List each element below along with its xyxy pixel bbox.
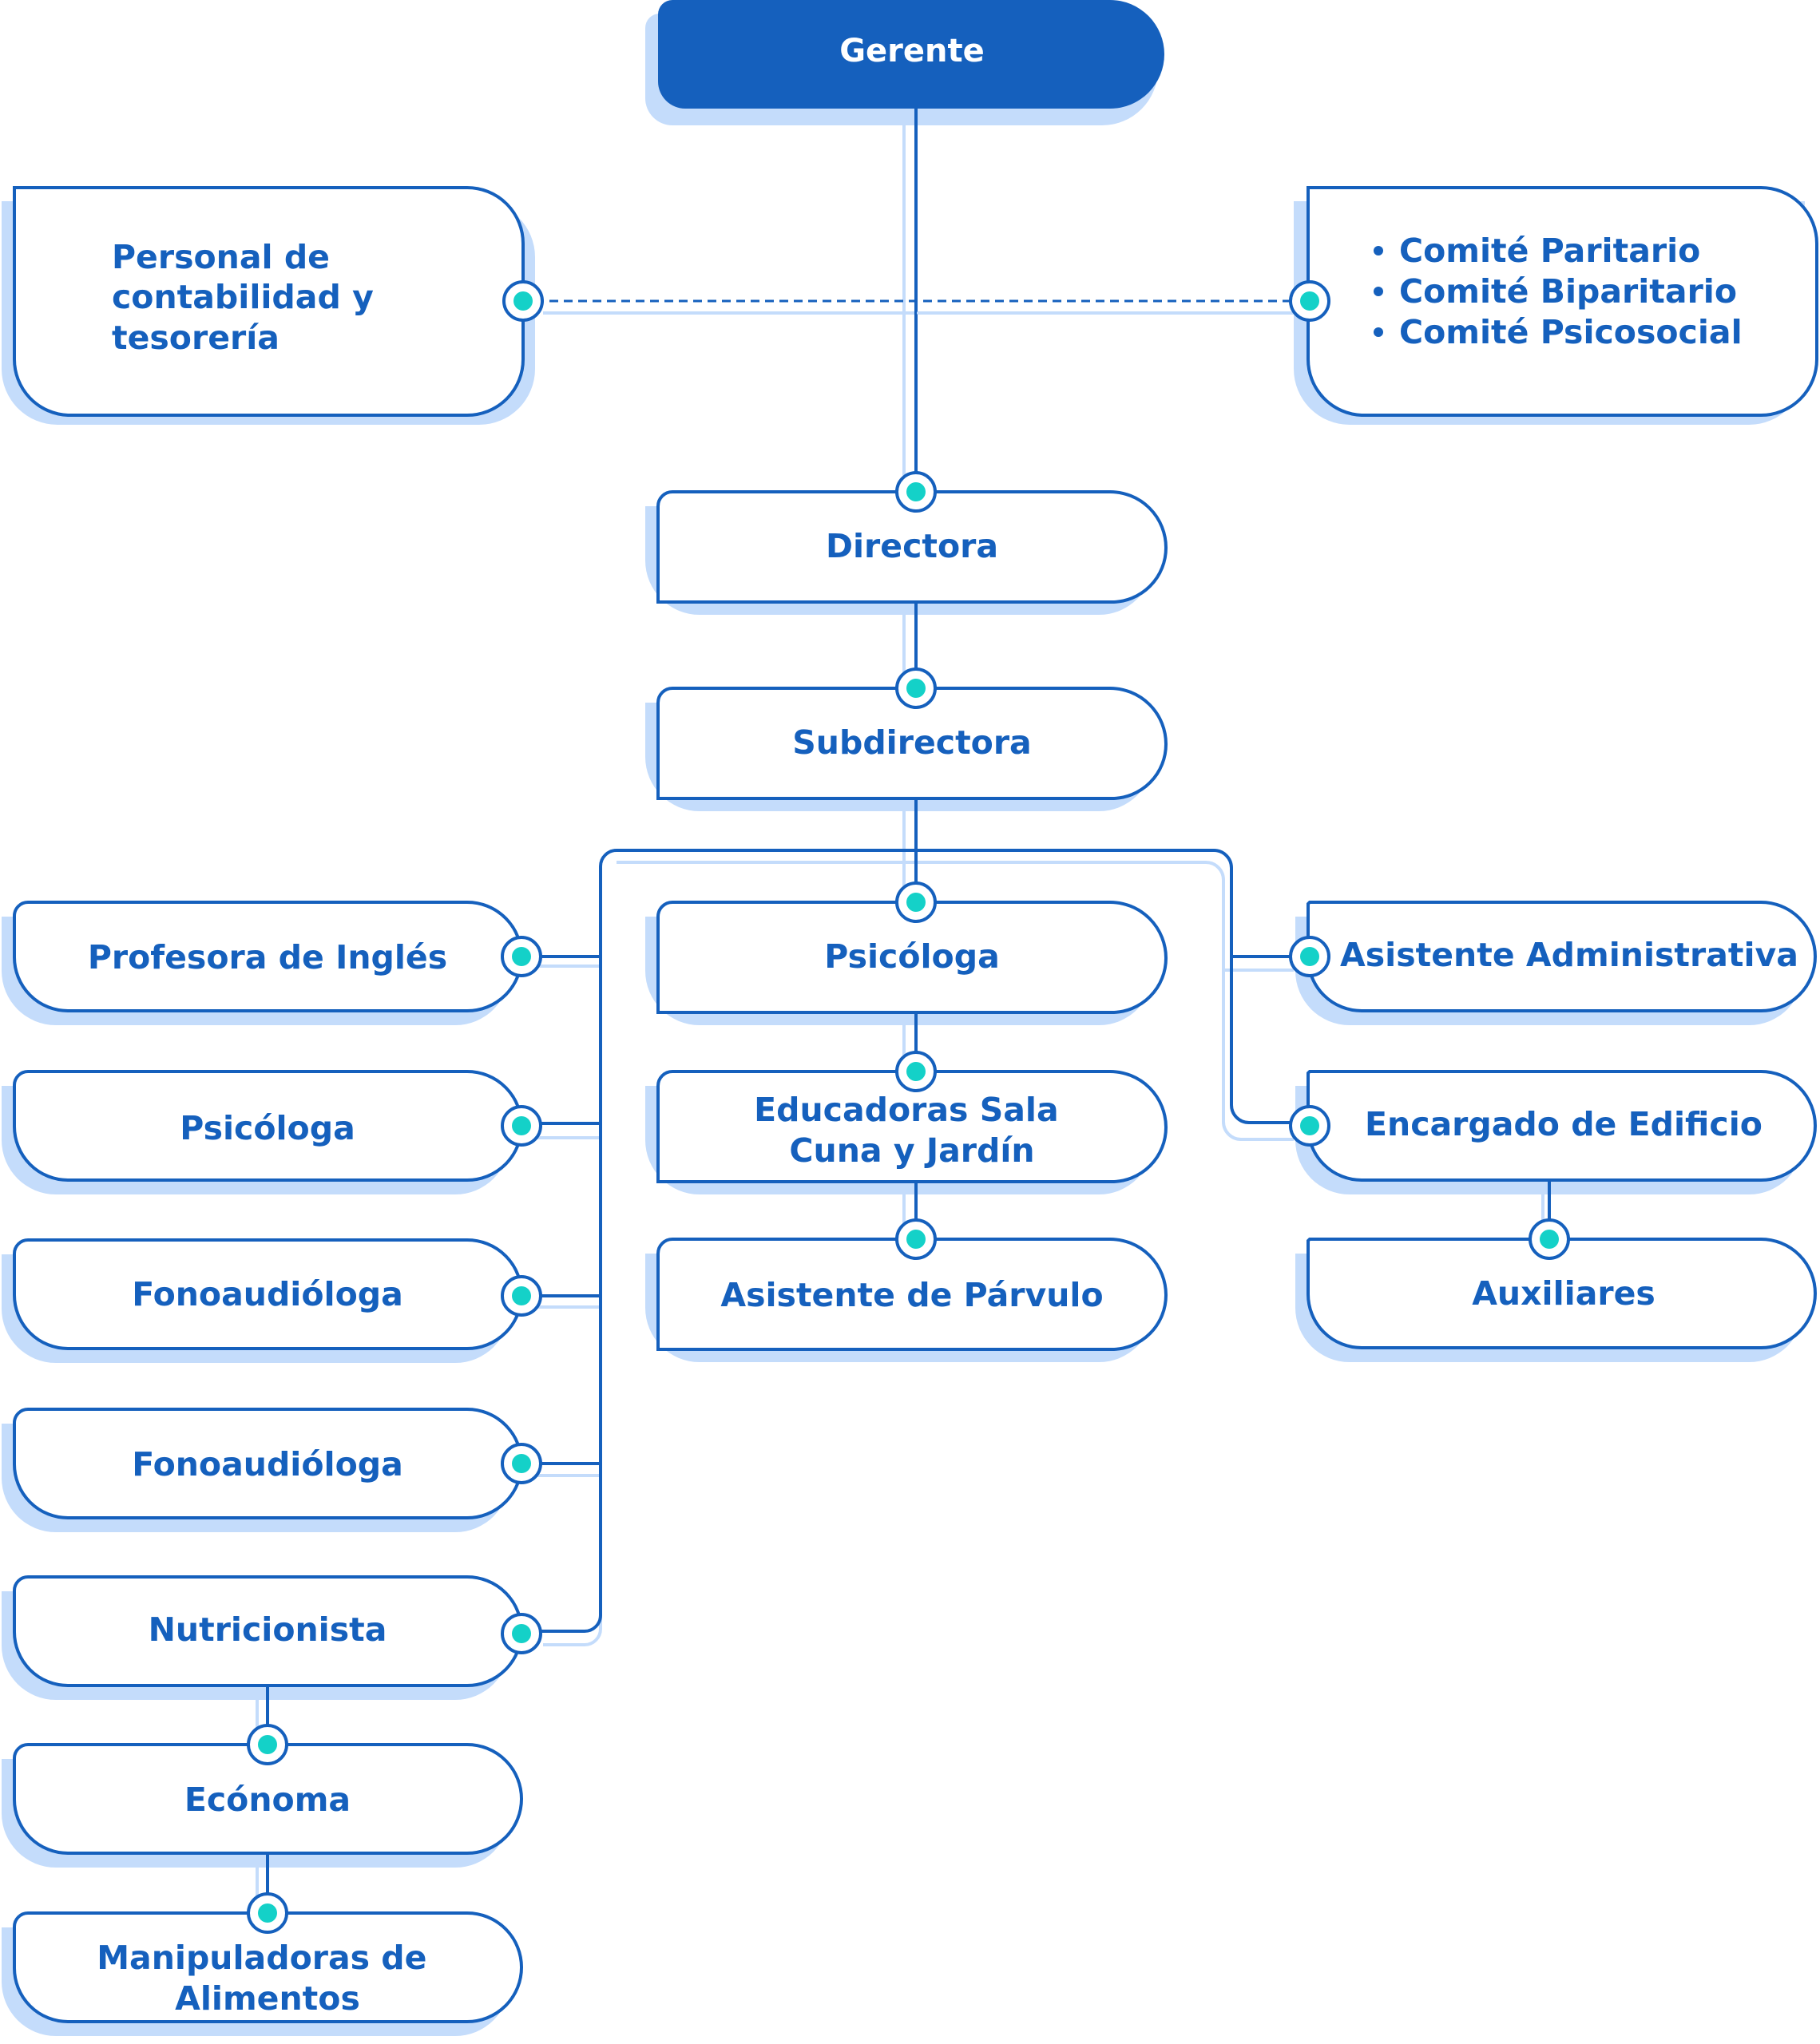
node-auxiliares: Auxiliares: [1307, 1238, 1818, 1349]
connector-dot-icon: [501, 1105, 542, 1147]
comites-list: Comité Paritario Comité Biparitario Comi…: [1374, 232, 1743, 351]
connector-dot-icon: [895, 1051, 937, 1092]
node-contabilidad: Personal de contabilidad y tesorería: [12, 186, 525, 417]
bullet-icon: [1374, 287, 1383, 296]
connectors: [256, 109, 1551, 1911]
subdirectora-label: Subdirectora: [792, 723, 1031, 762]
node-subdirectora: Subdirectora: [656, 687, 1168, 800]
manipuladoras-line-1: Manipuladoras de: [97, 1939, 426, 1977]
node-psicologa-left: Psicóloga: [13, 1070, 524, 1182]
educadoras-label: Educadoras Sala Cuna y Jardín: [754, 1091, 1070, 1170]
node-asistente-parvulo: Asistente de Párvulo: [656, 1238, 1168, 1351]
node-manipuladoras: Manipuladoras de Alimentos: [13, 1911, 524, 2023]
psicologa-left-label: Psicóloga: [180, 1109, 355, 1147]
connector-dot-icon: [501, 1443, 542, 1484]
contabilidad-label: Personal de contabilidad y tesorería: [112, 238, 385, 357]
connector-dot-icon: [247, 1724, 288, 1765]
connector-dot-icon: [895, 471, 937, 513]
connector-dot-icon: [895, 667, 937, 709]
contabilidad-line-2: contabilidad y: [112, 278, 374, 316]
connector-dot-icon: [501, 1275, 542, 1317]
node-encargado-edificio: Encargado de Edificio: [1307, 1070, 1818, 1182]
connector-dot-icon: [1289, 936, 1330, 977]
contabilidad-line-3: tesorería: [112, 319, 280, 357]
educadoras-line-1: Educadoras Sala: [754, 1091, 1059, 1129]
connector-dot-icon: [501, 936, 542, 977]
connector-dots: [247, 280, 1570, 1934]
node-asistente-administrativa: Asistente Administrativa: [1307, 901, 1818, 1012]
connector-dot-icon: [895, 1218, 937, 1260]
node-fonoaudiologa-1: Fonoaudióloga: [13, 1238, 524, 1350]
manipuladoras-line-2: Alimentos: [175, 1979, 360, 2018]
gerente-label: Gerente: [839, 33, 985, 69]
comite-biparitario: Comité Biparitario: [1399, 272, 1737, 311]
node-directora: Directora: [656, 490, 1168, 604]
connector-dot-icon: [1289, 280, 1330, 322]
node-educadoras: Educadoras Sala Cuna y Jardín: [656, 1070, 1168, 1183]
encargado-edificio-label: Encargado de Edificio: [1365, 1105, 1763, 1143]
bullet-icon: [1374, 327, 1383, 337]
bullet-icon: [1374, 246, 1383, 256]
psicologa-center-label: Psicóloga: [824, 937, 1000, 976]
fonoaudiologa-1-label: Fonoaudióloga: [132, 1275, 403, 1313]
comite-paritario: Comité Paritario: [1399, 232, 1700, 270]
economa-label: Ecónoma: [184, 1781, 351, 1819]
asistente-administrativa-label: Asistente Administrativa: [1340, 936, 1798, 974]
comite-psicosocial: Comité Psicosocial: [1399, 313, 1743, 351]
profesora-ingles-label: Profesora de Inglés: [88, 938, 447, 976]
node-gerente: Gerente: [658, 0, 1164, 109]
manipuladoras-label: Manipuladoras de Alimentos: [97, 1939, 438, 2018]
connector-dot-icon: [1529, 1218, 1570, 1260]
nutricionista-label: Nutricionista: [149, 1610, 387, 1649]
node-psicologa-center: Psicóloga: [656, 901, 1168, 1014]
fonoaudiologa-2-label: Fonoaudióloga: [132, 1445, 403, 1483]
node-economa: Ecónoma: [13, 1743, 524, 1855]
node-fonoaudiologa-2: Fonoaudióloga: [13, 1408, 524, 1519]
node-comites: Comité Paritario Comité Biparitario Comi…: [1306, 186, 1818, 417]
connector-dot-icon: [1289, 1105, 1330, 1147]
asistente-parvulo-label: Asistente de Párvulo: [720, 1276, 1103, 1314]
directora-label: Directora: [826, 527, 998, 565]
connector-dot-icon: [895, 881, 937, 923]
contabilidad-line-1: Personal de: [112, 238, 330, 276]
node-nutricionista: Nutricionista: [13, 1575, 524, 1687]
connector-dot-icon: [501, 1613, 542, 1654]
connector-dot-icon: [247, 1892, 288, 1934]
educadoras-line-2: Cuna y Jardín: [789, 1131, 1034, 1170]
auxiliares-label: Auxiliares: [1472, 1274, 1655, 1313]
connector-dot-icon: [502, 280, 544, 322]
node-profesora-ingles: Profesora de Inglés: [13, 901, 524, 1012]
